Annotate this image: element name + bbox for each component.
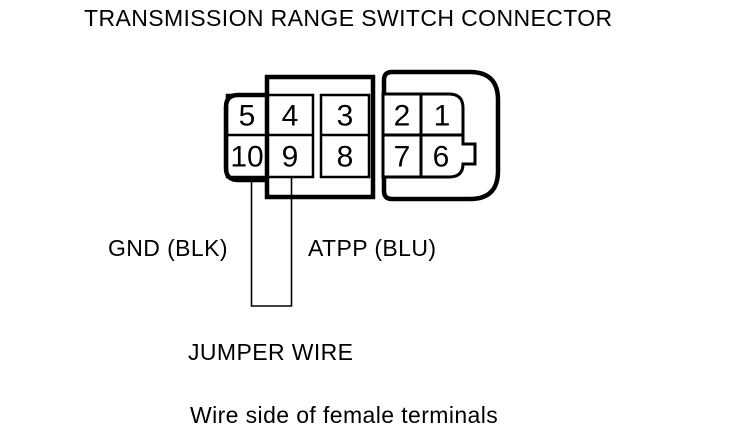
label-jumper-wire: JUMPER WIRE (188, 339, 354, 365)
terminal-7: 7 (394, 141, 411, 174)
label-wire-side-caption: Wire side of female terminals (190, 402, 499, 428)
terminal-10: 10 (230, 141, 263, 174)
terminal-group-right (381, 92, 477, 179)
terminal-1: 1 (434, 100, 451, 133)
terminal-5: 5 (239, 100, 256, 133)
terminal-4: 4 (282, 100, 299, 133)
terminal-6: 6 (433, 141, 450, 174)
terminal-9: 9 (282, 141, 299, 174)
terminal-numbers-bottom: 10 9 8 7 6 (230, 141, 449, 174)
diagram-title: TRANSMISSION RANGE SWITCH CONNECTOR (84, 5, 613, 31)
jumper-wire-line (250, 177, 293, 307)
label-gnd: GND (BLK) (108, 235, 228, 261)
terminal-numbers-top: 5 4 3 2 1 (239, 100, 451, 133)
terminal-3: 3 (337, 100, 354, 133)
terminal-8: 8 (337, 141, 354, 174)
terminal-2: 2 (394, 100, 411, 133)
label-atpp: ATPP (BLU) (308, 235, 437, 261)
terminal-group-middle (319, 93, 371, 179)
terminal-group-left (225, 93, 315, 179)
